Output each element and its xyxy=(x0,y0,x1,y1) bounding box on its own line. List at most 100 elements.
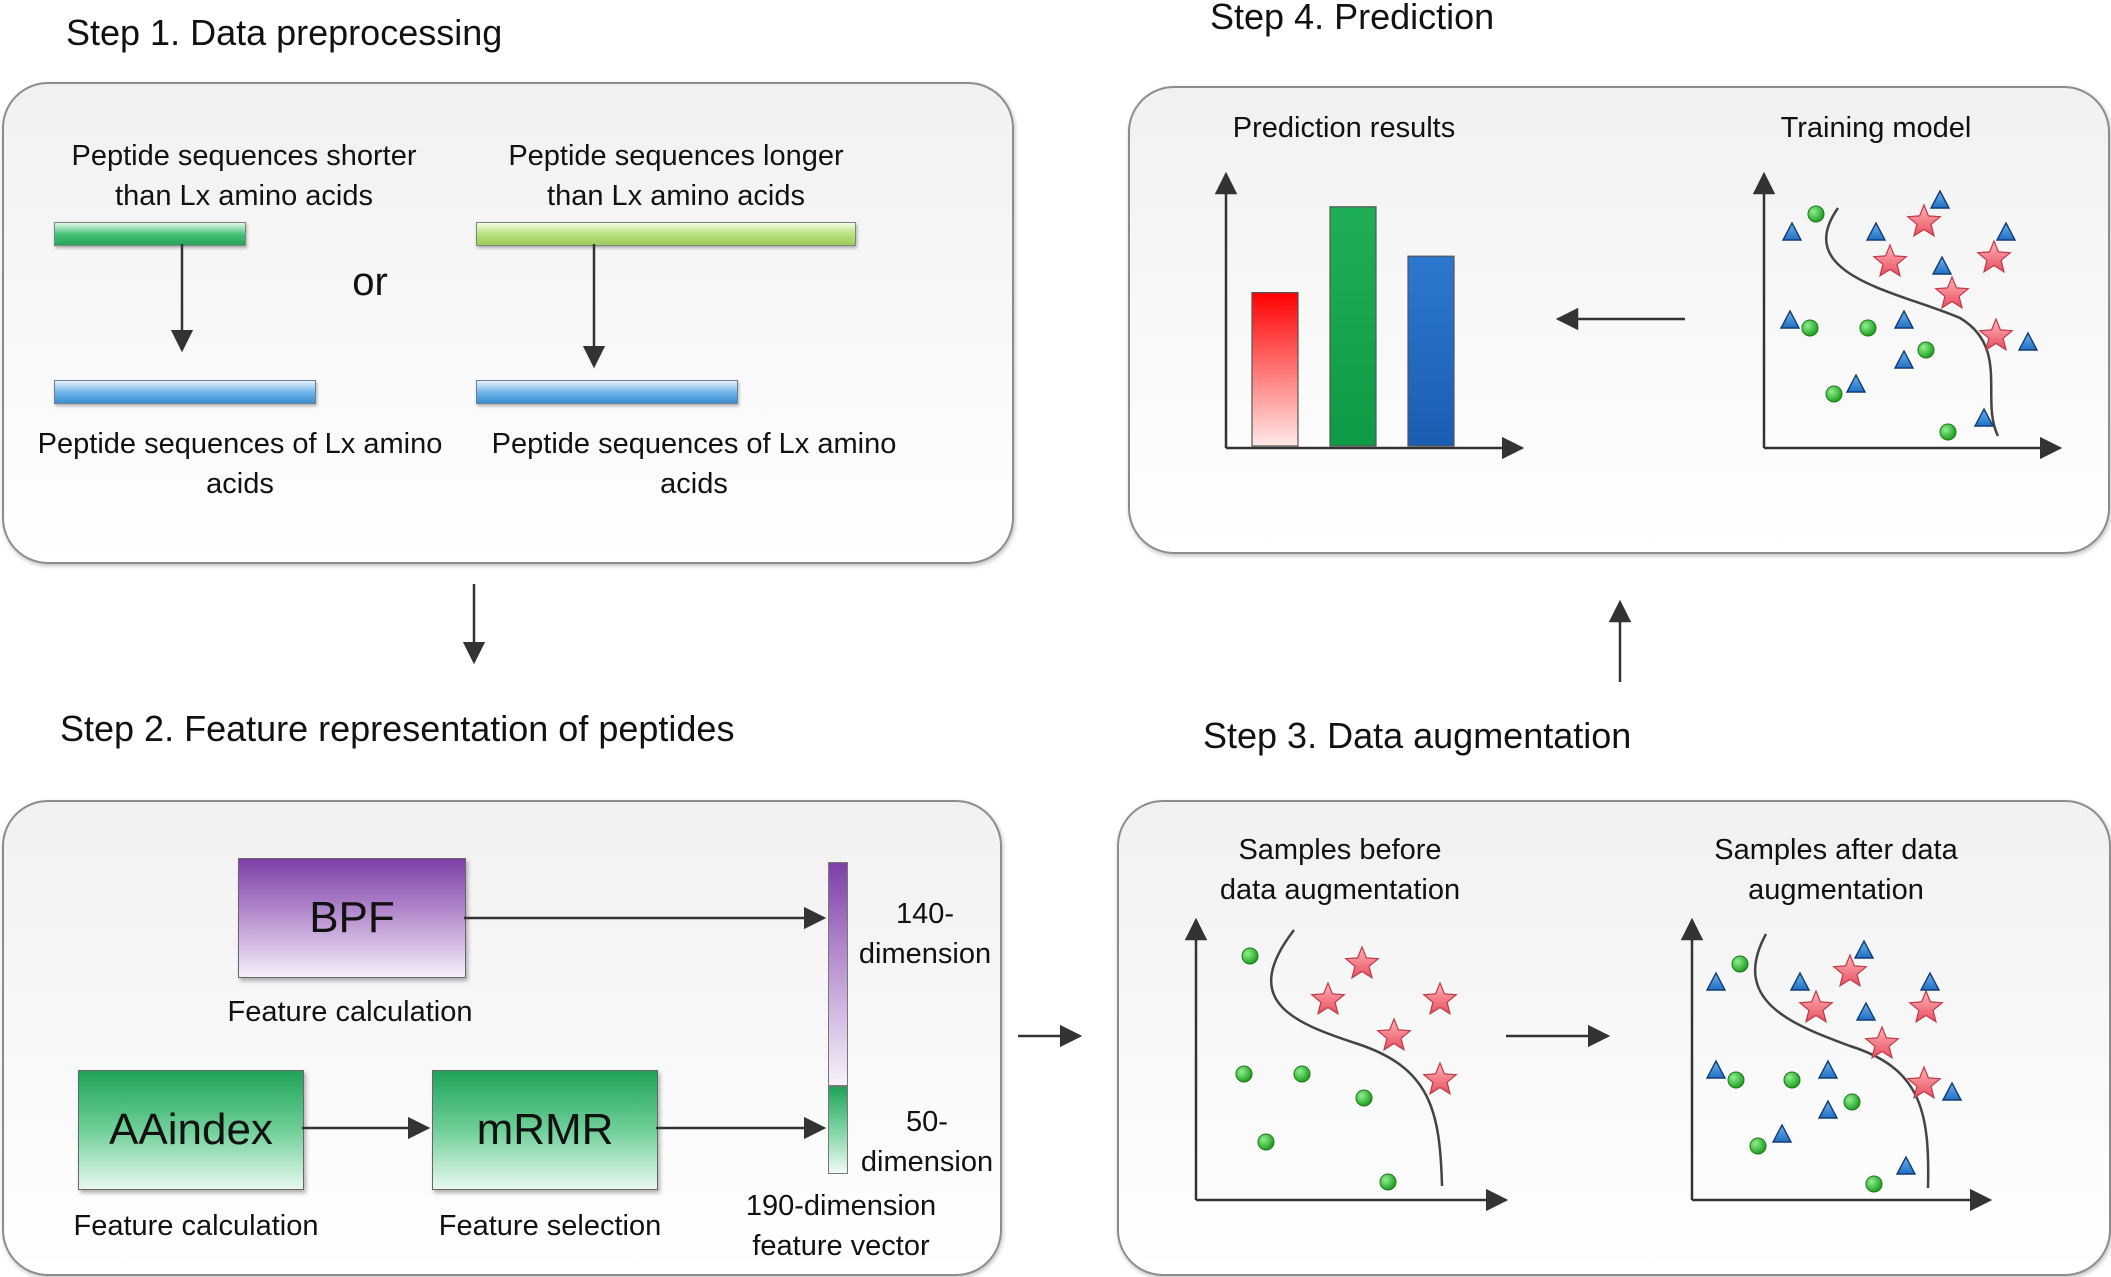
bpf-box: BPF xyxy=(238,858,466,978)
sample-triangle xyxy=(1705,971,1727,991)
sample-circle xyxy=(1749,1137,1767,1155)
sample-circle xyxy=(1859,319,1877,337)
padded-sequence-bar xyxy=(54,380,316,404)
dim-140-label: 140-dimension xyxy=(858,898,992,970)
prediction-bars xyxy=(1251,206,1455,447)
sample-star xyxy=(1798,989,1834,1024)
before-plot-axes xyxy=(1184,917,1509,1212)
after-decision-boundary xyxy=(1753,933,1930,1189)
sample-triangle xyxy=(1781,221,1803,241)
step3-title: Step 3. Data augmentation xyxy=(1203,715,1632,756)
sample-star xyxy=(1978,317,2014,352)
sample-triangle xyxy=(1865,221,1887,241)
step1-panel xyxy=(2,82,1014,564)
sample-triangle xyxy=(1853,939,1875,959)
sample-circle xyxy=(1731,955,1749,973)
sample-star xyxy=(1344,945,1380,980)
sample-triangle xyxy=(1771,1123,1793,1143)
sample-star xyxy=(1976,239,2012,274)
mrmr-box: mRMR xyxy=(432,1070,658,1190)
after-markers xyxy=(1705,939,1963,1193)
sample-circle xyxy=(1825,385,1843,403)
sample-star xyxy=(1832,953,1868,988)
sample-triangle xyxy=(1995,221,2017,241)
sample-circle xyxy=(1939,423,1957,441)
sample-circle xyxy=(1235,1065,1253,1083)
training-decision-boundary xyxy=(1824,207,2000,437)
step1-title: Step 1. Data preprocessing xyxy=(66,12,503,53)
step2-title: Step 2. Feature representation of peptid… xyxy=(60,708,735,749)
sample-triangle xyxy=(1931,255,1953,275)
sample-circle xyxy=(1917,341,1935,359)
sample-circle xyxy=(1241,947,1259,965)
sample-circle xyxy=(1865,1175,1883,1193)
sample-triangle xyxy=(1941,1081,1963,1101)
sample-triangle xyxy=(1919,971,1941,991)
sample-star xyxy=(1908,989,1944,1024)
sample-circle xyxy=(1807,205,1825,223)
sample-star xyxy=(1422,1061,1458,1096)
feature-vector-50-segment xyxy=(828,1086,848,1174)
sample-star xyxy=(1934,275,1970,310)
sample-triangle xyxy=(1893,349,1915,369)
sample-triangle xyxy=(1855,1001,1877,1021)
bpf-caption: Feature calculation xyxy=(227,996,473,1028)
sample-star xyxy=(1864,1025,1900,1060)
mrmr-caption: Feature selection xyxy=(438,1210,662,1242)
training-plot-axes xyxy=(1752,171,2063,460)
sample-circle xyxy=(1727,1071,1745,1089)
sample-circle xyxy=(1293,1065,1311,1083)
sample-circle xyxy=(1783,1071,1801,1089)
sample-star xyxy=(1906,203,1942,238)
sample-circle xyxy=(1801,319,1819,337)
truncated-sequence-bar xyxy=(476,380,738,404)
sample-star xyxy=(1906,1065,1942,1100)
prediction-bar-red xyxy=(1251,292,1299,447)
sample-triangle xyxy=(1893,309,1915,329)
sample-star xyxy=(1422,981,1458,1016)
sample-circle xyxy=(1355,1089,1373,1107)
dim-50-label: 50-dimension xyxy=(860,1106,994,1178)
after-plot-axes xyxy=(1680,917,1993,1212)
sample-triangle xyxy=(1895,1155,1917,1175)
sample-triangle xyxy=(1817,1099,1839,1119)
sample-triangle xyxy=(1973,407,1995,427)
sample-star xyxy=(1376,1017,1412,1052)
prediction-bar-blue xyxy=(1407,255,1455,447)
training-model-label: Training model xyxy=(1780,112,1972,144)
sample-triangle xyxy=(2017,331,2039,351)
sample-circle xyxy=(1843,1093,1861,1111)
sample-circle xyxy=(1257,1133,1275,1151)
long-sequence-bar xyxy=(476,222,856,246)
step3-panel xyxy=(1117,800,2111,1276)
or-label: or xyxy=(352,260,388,304)
step4-title: Step 4. Prediction xyxy=(1210,0,1495,37)
aaindex-box: AAindex xyxy=(78,1070,304,1190)
sample-circle xyxy=(1379,1173,1397,1191)
sample-star xyxy=(1872,243,1908,278)
before-decision-boundary xyxy=(1270,929,1444,1187)
short-sequence-bar xyxy=(54,222,246,246)
feature-vector-140-segment xyxy=(828,862,848,1086)
sample-triangle xyxy=(1789,971,1811,991)
before-markers xyxy=(1235,945,1458,1191)
sample-triangle xyxy=(1929,189,1951,209)
prediction-chart-axes xyxy=(1214,171,1525,460)
training-markers xyxy=(1779,189,2039,441)
prediction-results-label: Prediction results xyxy=(1232,112,1456,144)
sample-triangle xyxy=(1779,309,1801,329)
sample-triangle xyxy=(1705,1059,1727,1079)
sample-triangle xyxy=(1845,373,1867,393)
sample-star xyxy=(1310,981,1346,1016)
prediction-bar-green xyxy=(1329,206,1377,447)
sample-triangle xyxy=(1817,1059,1839,1079)
aaindex-caption: Feature calculation xyxy=(73,1210,319,1242)
